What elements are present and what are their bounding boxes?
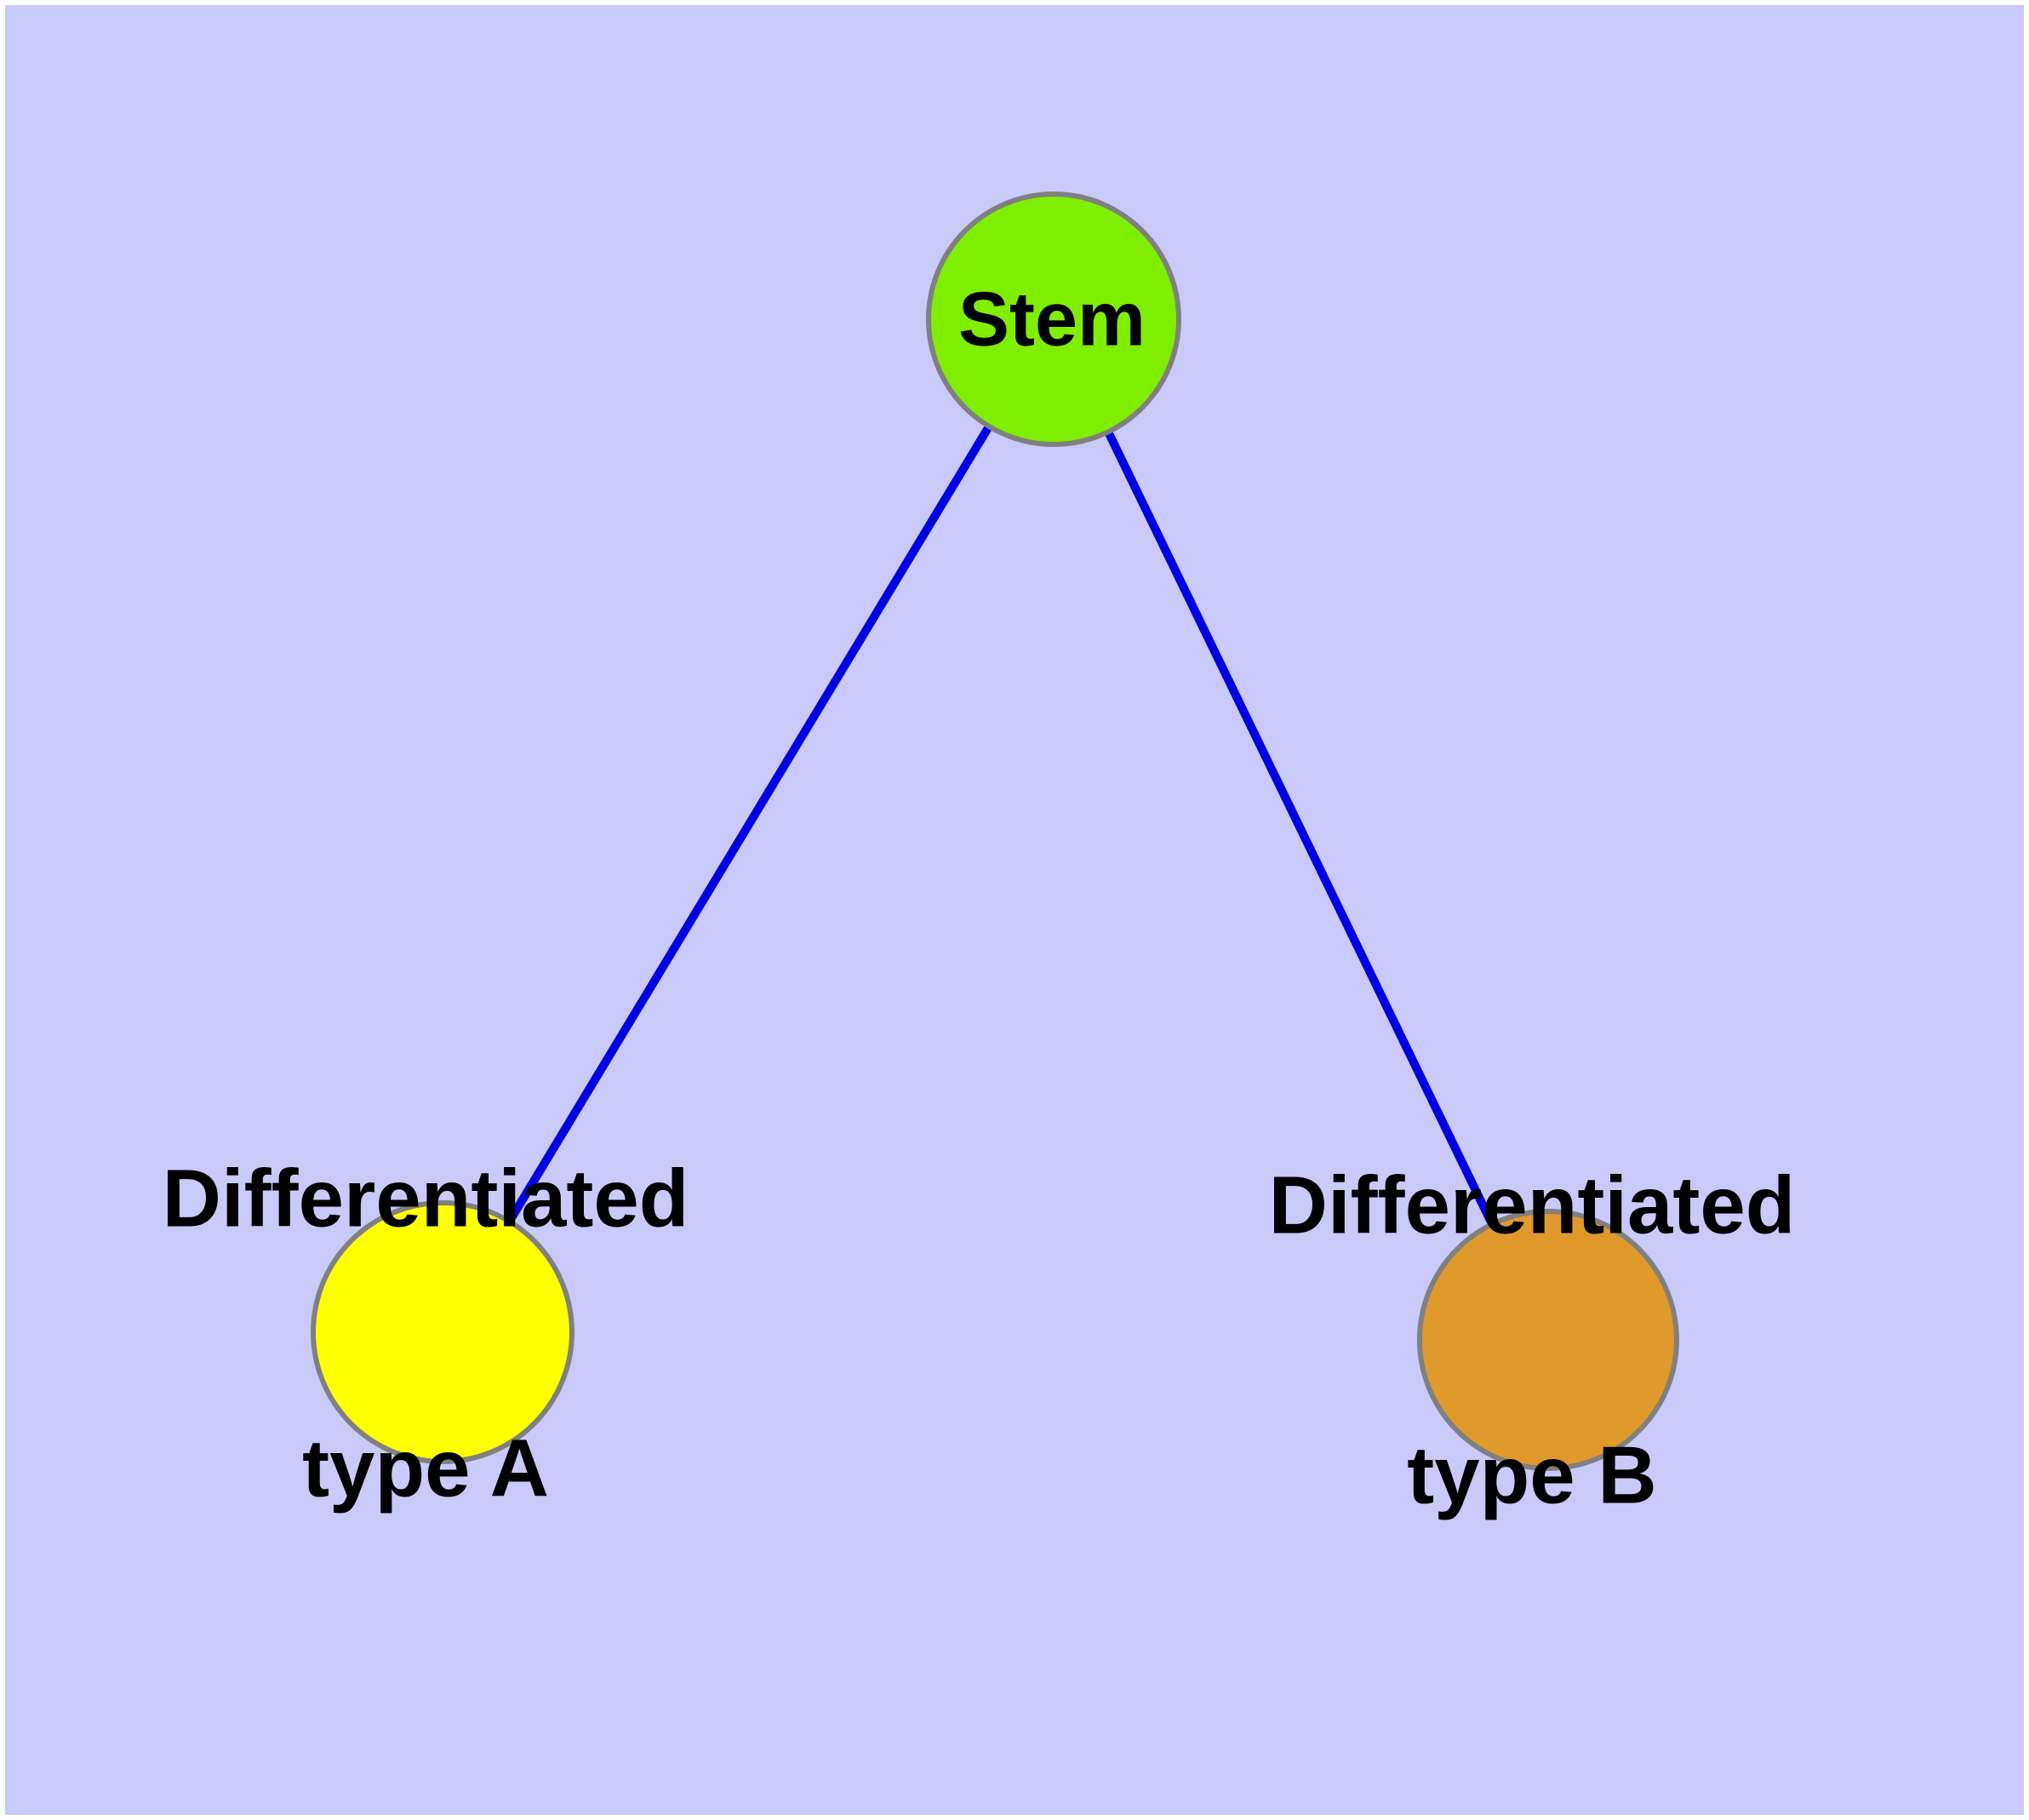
edge-layer [438,317,1552,1342]
node-differentiated-type-b[interactable] [1417,1209,1679,1471]
node-layer [311,192,1679,1471]
node-stem[interactable] [926,192,1181,447]
edge-stem-to-differentiated-type-a [438,317,1058,1335]
node-differentiated-type-a[interactable] [311,1200,574,1464]
edge-stem-to-differentiated-type-b [1049,317,1552,1342]
